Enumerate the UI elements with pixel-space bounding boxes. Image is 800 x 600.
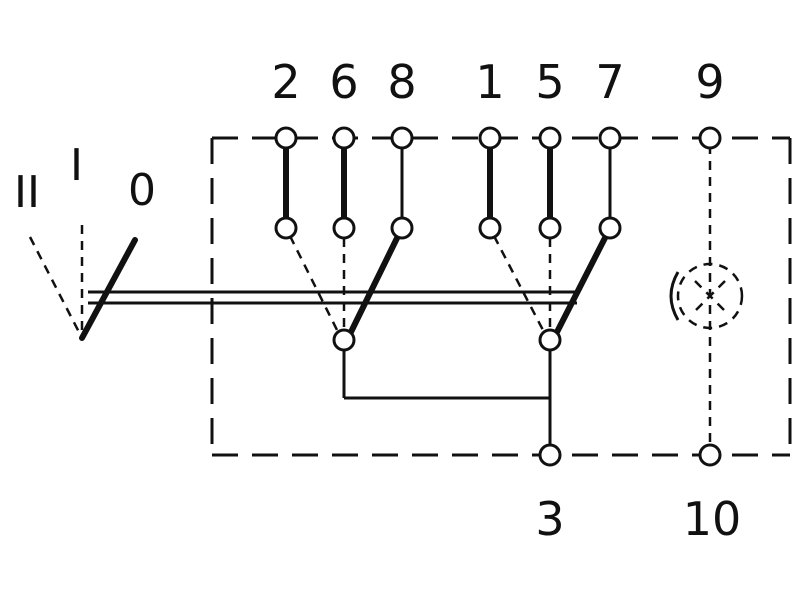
contact-2 <box>274 216 298 240</box>
terminal-5 <box>538 126 562 150</box>
terminal-label-2: 2 <box>271 55 300 109</box>
contact-5 <box>538 216 562 240</box>
terminal-label-10: 10 <box>683 492 742 546</box>
terminal-3 <box>538 443 562 467</box>
terminal-label-6: 6 <box>329 55 358 109</box>
terminal-label-8: 8 <box>387 55 416 109</box>
terminal-7 <box>598 126 622 150</box>
terminal-label-7: 7 <box>595 55 624 109</box>
position-label-0: 0 <box>128 165 156 216</box>
position-label-II: II <box>14 167 40 218</box>
terminal-9 <box>698 126 722 150</box>
rocker-lever <box>28 225 577 341</box>
contact-8 <box>390 216 414 240</box>
position-label-I: I <box>70 140 83 191</box>
terminal-10 <box>698 443 722 467</box>
lamp-icon <box>676 262 744 330</box>
lamp-circuit <box>669 145 744 448</box>
terminal-label-3: 3 <box>535 492 564 546</box>
terminal-8 <box>390 126 414 150</box>
contact-1 <box>478 216 502 240</box>
switch-housing <box>210 136 792 457</box>
terminal-6 <box>332 126 356 150</box>
terminal-label-5: 5 <box>535 55 564 109</box>
lever-position-II <box>28 236 84 339</box>
common-bridge <box>342 340 552 455</box>
terminals <box>274 126 722 467</box>
terminal-label-1: 1 <box>475 55 504 109</box>
terminal-2 <box>274 126 298 150</box>
terminal-label-9: 9 <box>695 55 724 109</box>
contact-6 <box>332 216 356 240</box>
lamp-bracket-icon <box>669 271 680 321</box>
terminal-1 <box>478 126 502 150</box>
common-contact-left <box>332 328 356 352</box>
lever-position-0 <box>79 237 138 341</box>
common-contact-right <box>538 328 562 352</box>
contact-group-left <box>276 135 420 337</box>
contact-7 <box>598 216 622 240</box>
